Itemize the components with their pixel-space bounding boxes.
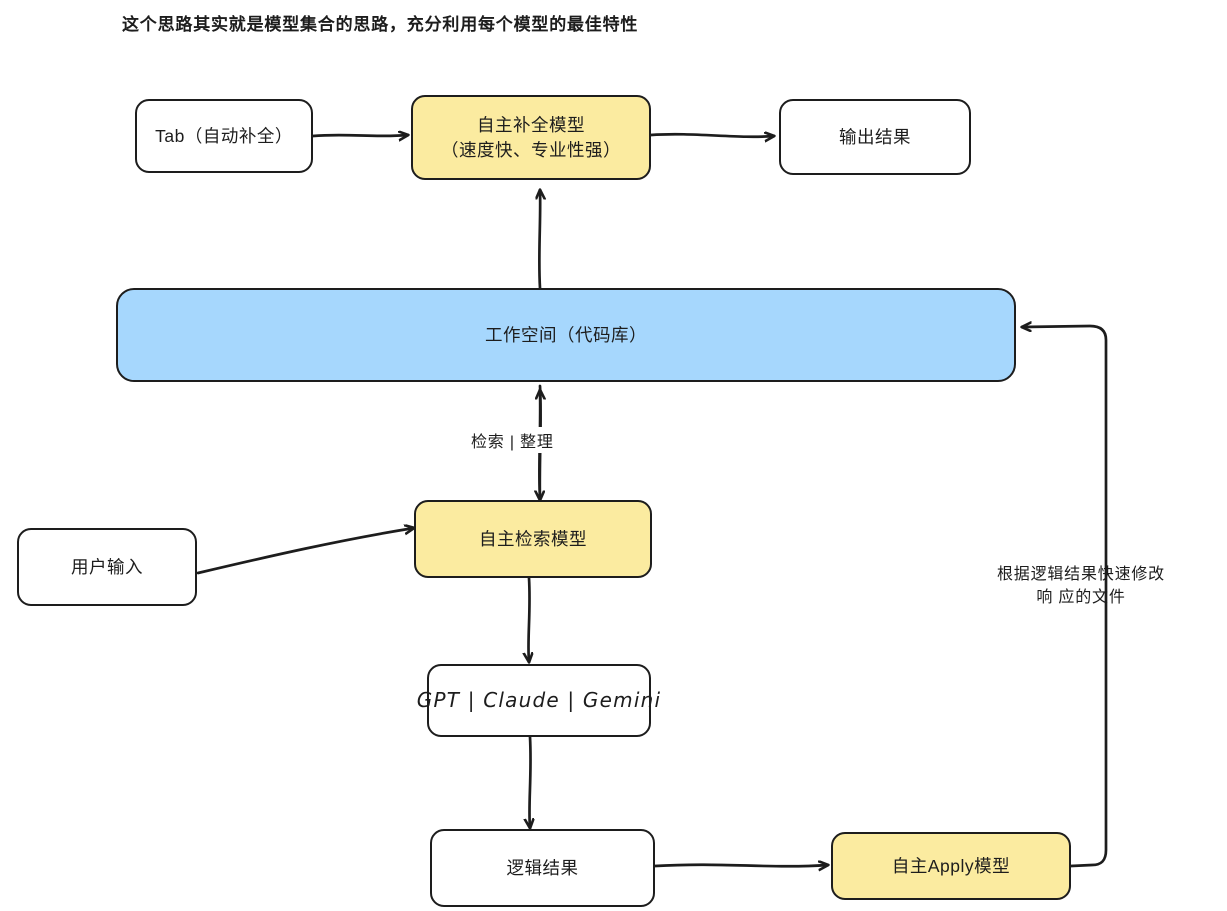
- node-logic-result-label: 逻辑结果: [506, 857, 579, 878]
- node-workspace[interactable]: 工作空间（代码库）: [116, 288, 1016, 382]
- node-retrieval-model-label: 自主检索模型: [479, 528, 587, 549]
- node-tab-input-label: Tab（自动补全）: [155, 125, 293, 146]
- edge-retrieval-model-to-llm: [528, 576, 529, 662]
- edge-label-apply-feedback-line2: 应的文件: [1058, 589, 1126, 607]
- page-title: 这个思路其实就是模型集合的思路，充分利用每个模型的最佳特性: [122, 15, 639, 34]
- node-output-result[interactable]: 输出结果: [779, 99, 971, 175]
- edge-label-apply-feedback: 根据逻辑结果快速修改响 应的文件: [993, 562, 1169, 610]
- node-user-input[interactable]: 用户输入: [17, 528, 197, 606]
- node-completion-model-label-line2: （速度快、专业性强）: [441, 139, 621, 160]
- node-llm-choices[interactable]: GPT | Claude | Gemini: [417, 664, 660, 737]
- edge-label-retrieve-organize: 检索 | 整理: [468, 427, 557, 453]
- edge-completion-model-to-output: [649, 134, 774, 137]
- node-completion-model-label-line1: 自主补全模型: [477, 115, 585, 136]
- node-logic-result[interactable]: 逻辑结果: [430, 829, 655, 907]
- edge-logic-result-to-apply-model: [653, 865, 828, 867]
- edge-llm-to-logic-result: [529, 735, 530, 828]
- edge-label-apply-feedback-line1: 根据逻辑结果快速修改响: [996, 566, 1165, 607]
- edge-user-input-to-retrieval-model: [196, 528, 414, 575]
- node-retrieval-model[interactable]: 自主检索模型: [414, 500, 652, 578]
- node-output-result-label: 输出结果: [839, 126, 911, 147]
- edge-tab-to-completion-model: [311, 135, 408, 136]
- node-user-input-label: 用户输入: [71, 556, 143, 577]
- edge-workspace-to-completion-model: [539, 190, 540, 290]
- node-completion-model[interactable]: 自主补全模型 （速度快、专业性强）: [411, 95, 651, 180]
- node-apply-model[interactable]: 自主Apply模型: [831, 832, 1071, 900]
- node-tab-input[interactable]: Tab（自动补全）: [135, 99, 313, 173]
- node-llm-choices-label: GPT | Claude | Gemini: [416, 687, 662, 712]
- node-workspace-label: 工作空间（代码库）: [485, 324, 647, 345]
- node-apply-model-label: 自主Apply模型: [891, 855, 1011, 876]
